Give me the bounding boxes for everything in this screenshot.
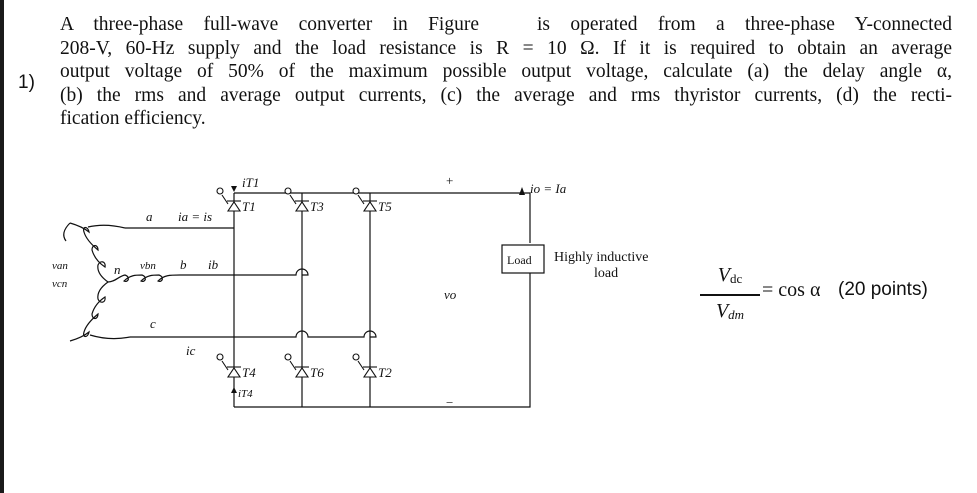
load-desc-line-1: Highly inductive	[554, 250, 649, 265]
coil-a	[69, 222, 109, 283]
arrow-it4	[231, 387, 237, 393]
t2-label: T2	[378, 365, 392, 380]
formula-fraction: Vdc Vdm	[700, 263, 760, 327]
wire-a-to-coil	[87, 224, 126, 229]
fraction-bar	[700, 294, 760, 296]
plus-label: +	[446, 173, 453, 188]
ic-label: ic	[186, 343, 196, 358]
vbn-label: vbn	[140, 260, 156, 272]
thyristor-t1	[216, 187, 242, 212]
load-desc-line-2: load	[594, 266, 618, 281]
left-border	[0, 0, 4, 493]
van-label: van	[52, 260, 68, 272]
arrow-io	[519, 187, 525, 195]
formula-numerator: Vdc	[717, 264, 743, 286]
formula-rhs: = cos α	[762, 279, 821, 301]
t1-label: T1	[242, 199, 256, 214]
wire-source-a	[63, 222, 71, 242]
it4-label: iT4	[238, 388, 253, 400]
load-box	[501, 244, 545, 274]
problem-line-3: output voltage of 50% of the maximum pos…	[60, 61, 952, 83]
arrow-it1	[231, 186, 237, 192]
question-number: 1)	[18, 72, 35, 93]
thyristors	[216, 187, 378, 378]
t5-label: T5	[378, 199, 392, 214]
problem-line-2: 208-V, 60-Hz supply and the load resista…	[60, 37, 952, 59]
node-c-label: c	[150, 316, 156, 331]
node-a-label: a	[146, 209, 153, 224]
bottom-bus	[234, 273, 531, 408]
converter-circuit-diagram: a b c n van vbn vcn ia = is ib ic iT1 iT…	[52, 173, 649, 410]
coil-c	[69, 281, 109, 342]
thyristor-t2	[352, 353, 378, 378]
formula: Vdc Vdm = cos α (20 points)	[700, 263, 970, 333]
thyristor-t4	[216, 353, 242, 378]
thyristor-t5	[352, 187, 378, 212]
top-bus	[234, 192, 531, 243]
t3-label: T3	[310, 199, 324, 214]
problem-line-1: A three-phase full-wave converter in Fig…	[60, 14, 952, 35]
problem-line-4: (b) the rms and average output currents,…	[60, 84, 952, 106]
thyristor-t6	[284, 353, 310, 378]
thyristor-t3	[284, 187, 310, 212]
cross-b	[234, 268, 309, 276]
it1-label: iT1	[242, 175, 259, 190]
minus-label: −	[446, 395, 453, 410]
vcn-label: vcn	[52, 278, 68, 290]
ia-label: ia = is	[178, 209, 212, 224]
vo-label: vo	[444, 287, 457, 302]
problem-statement: A three-phase full-wave converter in Fig…	[60, 13, 952, 131]
coil-b	[107, 274, 181, 283]
cross-c	[234, 330, 377, 338]
load-label: Load	[507, 253, 532, 267]
points-label: (20 points)	[838, 279, 928, 300]
current-arrows	[231, 186, 525, 393]
t6-label: T6	[310, 365, 324, 380]
problem-line-5: fication efficiency.	[60, 108, 206, 130]
ib-label: ib	[208, 257, 219, 272]
wire-c-to-coil	[89, 334, 131, 340]
formula-denominator: Vdm	[715, 300, 745, 322]
node-b-label: b	[180, 257, 187, 272]
t4-label: T4	[242, 365, 256, 380]
node-n-label: n	[114, 262, 121, 277]
io-label: io = Ia	[530, 181, 567, 196]
